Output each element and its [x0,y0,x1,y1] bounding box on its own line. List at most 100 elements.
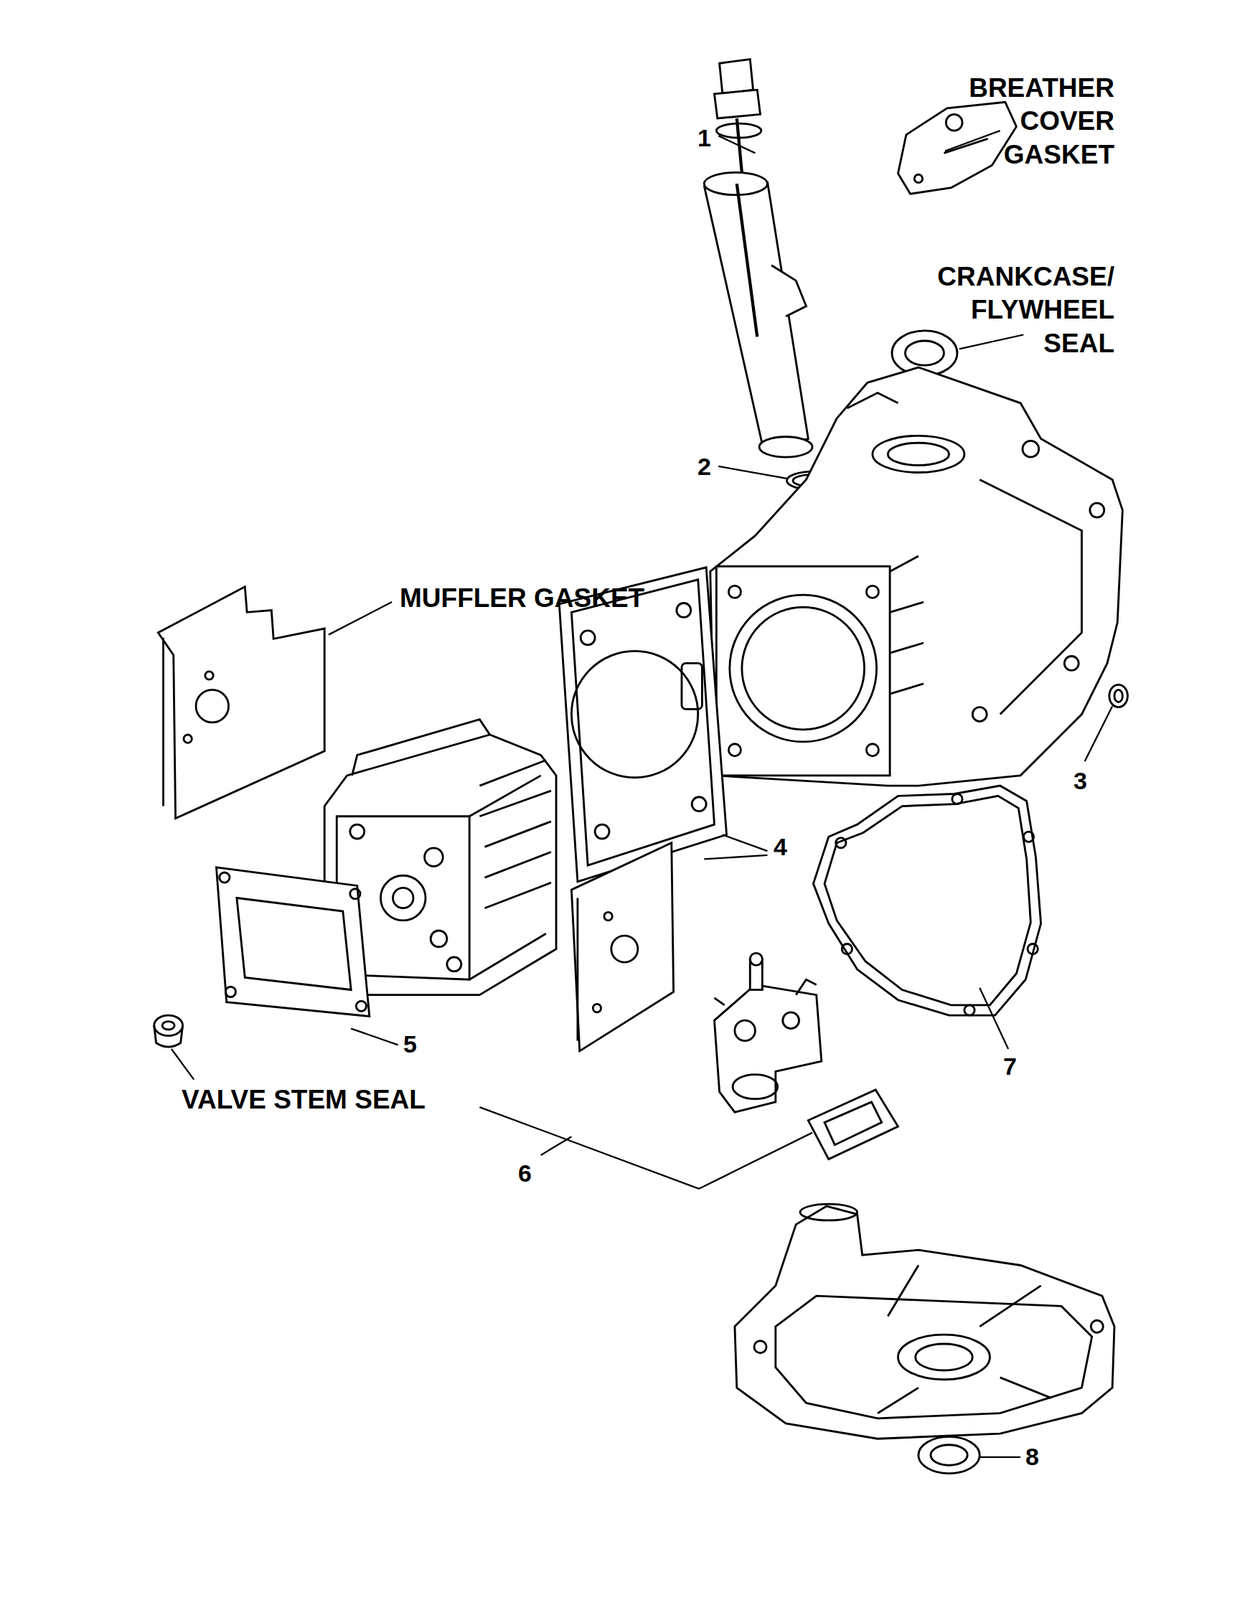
carburetor-part [732,1074,778,1100]
valve-cover-gasket-part [350,889,361,900]
valve-stem-seal-part [154,1015,183,1036]
muffler-gasket-part [183,734,192,743]
cylinder-head-part [352,719,491,776]
leader-lines [171,130,1113,1458]
leader-lines-part [722,834,768,852]
flywheel-seal-part [904,340,944,366]
crankcase-cover-part [1090,1320,1103,1333]
head-gasket-part [594,824,610,839]
head-gasket-part [676,603,692,618]
crankcase-block-part [889,683,924,694]
crankcase-cover-part [915,1344,974,1371]
cylinder-head-part [350,824,365,839]
crankcase-gasket-part [1023,831,1034,842]
crankcase-block-part [866,585,879,598]
crankcase-block-part [889,556,919,572]
carburetor-part [749,952,763,966]
crankcase-block-part [1064,655,1079,671]
valve-stem-seal [154,1015,183,1047]
leader-lines-part [945,130,1001,151]
head-gasket-part [571,650,698,778]
oil-fill-tube-part [703,181,808,450]
head-gasket-part [681,663,702,709]
callout-number: 4 [773,831,788,863]
valve-cover-gasket-part [225,986,236,997]
leader-lines-part [541,1136,572,1156]
crankcase-block-part [887,442,949,465]
leader-lines-part [479,1107,699,1190]
crankcase-block-part [728,585,741,598]
valve-cover-gasket-part [236,898,351,991]
callout-number: 8 [1025,1441,1040,1473]
callout-number: 7 [1003,1051,1017,1083]
pto-seal-part [930,1445,968,1466]
carburetor-gasket-part [824,1102,882,1146]
leader-lines-part [328,602,392,636]
crankcase-cover-part [877,1265,1052,1413]
crankcase-block-part [716,566,890,776]
crankcase-gasket [813,785,1041,1016]
pto-seal-part [918,1436,980,1474]
muffler-gasket-part [205,671,214,680]
intake-gasket-part [592,1003,601,1012]
valve-cover-gasket-part [219,872,230,883]
leader-lines-part [171,1049,194,1080]
crankcase-gasket-part [835,838,847,849]
crankcase-block-part [866,744,879,757]
intake-gasket [571,843,674,1052]
crankcase-cover-part [897,1334,990,1380]
dipstick-part [713,89,760,119]
crankcase-block-part [889,642,924,653]
part-name: BREATHER COVER GASKET [935,71,1115,172]
leader-lines-part [718,466,788,479]
crankcase-block [710,367,1124,786]
crankcase-block-part [1090,503,1105,518]
leader-lines-part [698,1133,813,1190]
leader-lines-part [979,1456,1021,1459]
small-seal [1109,684,1129,707]
intake-gasket-part [576,898,580,1042]
breather-gasket [897,101,1017,194]
crankcase-gasket-part [841,944,852,955]
cylinder-head-part [393,887,414,908]
crankcase-block-part [729,594,877,742]
breather-gasket-part [945,114,963,131]
breather-gasket-part [943,138,988,153]
carburetor-part [713,984,821,1113]
callout-number: 6 [518,1158,532,1190]
cylinder-head-part [430,930,448,948]
oil-fill-tube-part [736,183,758,337]
head-gasket-part [580,630,595,646]
crankcase-gasket-part [964,1005,975,1016]
carburetor-gasket-part [807,1090,898,1160]
head-gasket [558,567,727,882]
carburetor-part [734,1020,755,1041]
callout-number: 3 [1073,765,1088,797]
cylinder-head-part [447,957,462,972]
pto-seal [918,1436,980,1474]
crankcase-block-part [741,607,865,730]
crankcase-gasket-part [952,793,963,804]
callout-number: 1 [697,122,712,154]
crankcase-cover-part [754,1341,767,1354]
cylinder-head-part [380,875,426,921]
muffler-gasket-part [195,689,229,723]
crankcase-block-part [889,602,924,613]
breather-gasket-part [914,174,923,183]
crankcase-cover [734,1204,1115,1439]
callout-number: 5 [403,1029,417,1060]
oil-fill-tube-part [771,265,806,317]
callout-number: 2 [697,451,712,483]
head-gasket-part [691,797,707,812]
crankcase-cover-part [775,1295,1093,1419]
muffler-gasket [157,586,325,819]
valve-cover-gasket-part [355,1001,366,1012]
crankcase-cover-part [800,1204,858,1221]
part-name: MUFFLER GASKET [399,581,645,615]
valve-cover-gasket [215,867,369,1017]
crankcase-cover-part [734,1206,1115,1439]
part-name: VALVE STEM SEAL [181,1083,426,1117]
leader-lines-part [350,1029,398,1046]
crankcase-block-part [846,393,898,409]
oil-fill-tube-part [759,437,813,458]
